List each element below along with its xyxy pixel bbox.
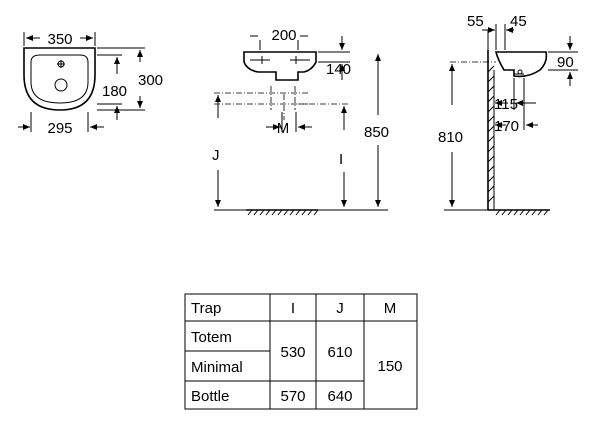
dim-850: 850: [364, 124, 389, 141]
cell-J-bottle: 640: [327, 388, 352, 405]
cell-I-totem-minimal: 530: [280, 344, 305, 361]
dim-140: 140: [326, 61, 351, 78]
floor-hatch: [247, 209, 319, 216]
dim-180: 180: [102, 83, 127, 100]
profile-floor-hatch: [495, 209, 549, 216]
dim-J: J: [212, 147, 220, 164]
dim-350: 350: [47, 31, 72, 48]
elevation-view: 200 140 M J I 850: [212, 27, 389, 216]
basin-profile: [494, 51, 548, 78]
trap-table: Trap I J M Totem Minimal Bottle 530 610 …: [184, 293, 418, 410]
dim-300: 300: [138, 72, 163, 89]
row-minimal: Minimal: [191, 359, 243, 376]
header-M: M: [384, 300, 397, 317]
basin-outline: [23, 47, 96, 111]
profile-view: 55 45 90 115 170 810: [438, 13, 578, 216]
row-bottle: Bottle: [191, 388, 229, 405]
cell-I-bottle: 570: [280, 388, 305, 405]
dim-55: 55: [467, 13, 484, 30]
dim-810: 810: [438, 129, 463, 146]
dim-90: 90: [557, 54, 574, 71]
cell-M-all: 150: [377, 358, 402, 375]
wall-hatch: [487, 65, 495, 203]
header-J: J: [336, 300, 344, 317]
header-I: I: [291, 300, 295, 317]
basin-elevation: [243, 51, 317, 81]
basin-bowl: [30, 54, 89, 104]
dim-115: 115: [494, 96, 518, 113]
drain-icon: [54, 78, 68, 92]
header-trap: Trap: [191, 300, 221, 317]
front-view: 350 295 180 300: [18, 31, 163, 137]
dim-M: M: [277, 120, 290, 137]
dim-45: 45: [510, 13, 527, 30]
dim-200: 200: [271, 27, 296, 44]
row-totem: Totem: [191, 329, 232, 346]
dim-I: I: [339, 151, 343, 168]
dim-295: 295: [47, 120, 72, 137]
dim-170: 170: [494, 118, 519, 135]
cell-J-totem-minimal: 610: [327, 344, 352, 361]
